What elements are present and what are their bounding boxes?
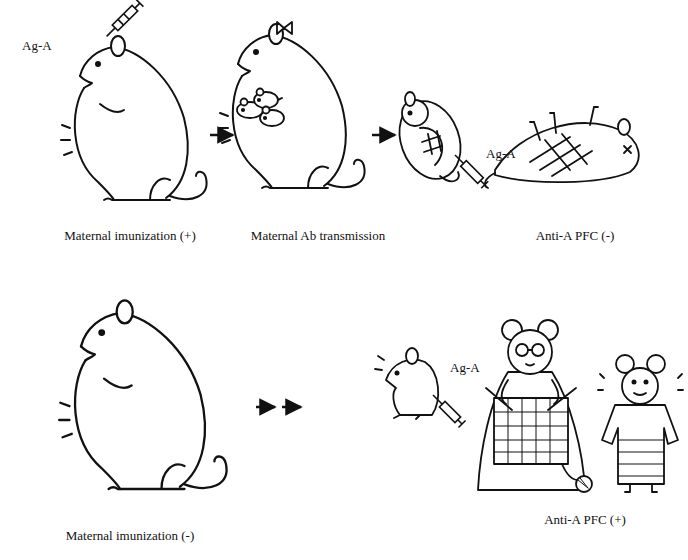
syringe — [451, 151, 488, 188]
arrow — [256, 406, 301, 409]
nursing-mouse — [219, 24, 365, 188]
panel-caption: Maternal imunization (-) — [66, 528, 195, 543]
pregnant-mouse — [59, 300, 226, 489]
antigen-label: Ag-A — [22, 38, 52, 53]
antigen-label: Ag-A — [486, 146, 516, 161]
sweater-mouse — [598, 355, 683, 492]
antigen-label: Ag-A — [450, 360, 480, 375]
panel-caption: Anti-A PFC (-) — [536, 228, 615, 243]
curled-pup — [389, 92, 471, 188]
syringe — [429, 391, 465, 427]
pup-mouse — [375, 348, 438, 419]
syringe — [103, 0, 143, 40]
panel-caption: Maternal Ab transmission — [251, 228, 385, 243]
pregnant-mouse — [61, 36, 207, 200]
panel-caption: Anti-A PFC (+) — [544, 512, 626, 527]
dead-mouse — [485, 107, 639, 188]
knitting-mouse — [478, 320, 592, 492]
baby-mice — [237, 22, 292, 126]
panel-caption: Maternal imunization (+) — [64, 228, 196, 243]
